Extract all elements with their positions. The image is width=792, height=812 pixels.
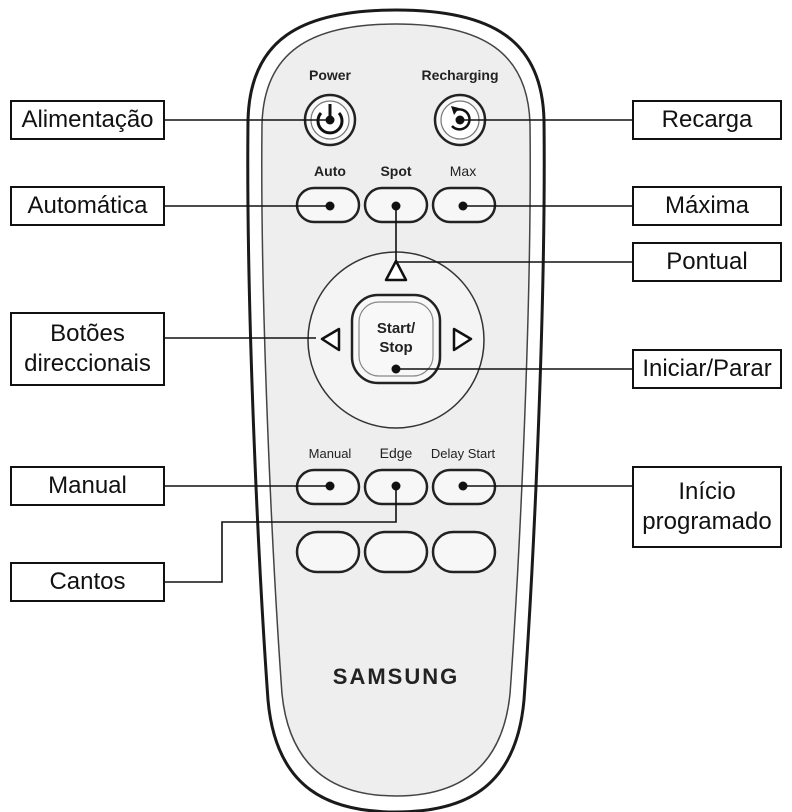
leader-pontual: [395, 206, 632, 263]
callout-pontual-text: Pontual: [666, 248, 748, 275]
callout-automatica: Automática: [10, 186, 165, 226]
recharging-label: Recharging: [421, 67, 498, 83]
callout-manual-text: Manual: [48, 472, 127, 499]
leader-cantos: [165, 486, 397, 583]
callout-alimentacao-text: Alimentação: [21, 106, 154, 133]
blank-button-2[interactable]: [363, 530, 429, 574]
dot-edge: [391, 481, 401, 491]
power-label: Power: [309, 67, 352, 83]
blank-button-1[interactable]: [295, 530, 361, 574]
callout-iniciar-parar-text: Iniciar/Parar: [642, 355, 772, 382]
callout-automatica-text: Automática: [27, 192, 148, 219]
callout-cantos-text: Cantos: [49, 568, 126, 595]
button-dots: [325, 115, 468, 491]
left-arrow-icon[interactable]: [320, 327, 341, 352]
callout-recarga: Recarga: [632, 100, 782, 140]
dot-manual: [325, 481, 335, 491]
edge-label: Edge: [380, 445, 413, 461]
callout-alimentacao: Alimentação: [10, 100, 165, 140]
callout-inicio-line1: Início: [678, 478, 736, 505]
callout-inicio-line2: programado: [642, 508, 772, 535]
callout-botoes-direccionais: Botões direccionais: [10, 312, 165, 386]
callout-botoes-line1: Botões: [50, 320, 125, 347]
up-arrow-icon[interactable]: [384, 259, 408, 282]
right-arrow-icon[interactable]: [452, 327, 473, 352]
leader-lines: [165, 119, 632, 583]
recharge-icon: [451, 106, 471, 131]
callout-cantos: Cantos: [10, 562, 165, 602]
dot-power: [325, 115, 335, 125]
blank-button-3[interactable]: [431, 530, 497, 574]
callout-botoes-line2: direccionais: [24, 350, 151, 377]
callout-pontual: Pontual: [632, 242, 782, 282]
brand-logo: SAMSUNG: [333, 664, 459, 689]
spot-label: Spot: [380, 163, 411, 179]
dot-auto: [325, 201, 335, 211]
manual-label: Manual: [309, 446, 352, 461]
callout-inicio-programado: Início programado: [632, 466, 782, 548]
callout-iniciar-parar: Iniciar/Parar: [632, 349, 782, 389]
callout-manual: Manual: [10, 466, 165, 506]
dot-delay-start: [458, 481, 468, 491]
start-stop-label-line1: Start/: [377, 320, 416, 337]
max-label: Max: [450, 163, 476, 179]
dot-start-stop: [391, 364, 401, 374]
dot-spot: [391, 201, 401, 211]
dot-max: [458, 201, 468, 211]
start-stop-button[interactable]: [350, 293, 442, 385]
callout-maxima-text: Máxima: [664, 192, 749, 219]
start-stop-label-line2: Stop: [379, 339, 412, 356]
delay-start-label: Delay Start: [431, 446, 496, 461]
auto-label: Auto: [314, 163, 346, 179]
callout-maxima: Máxima: [632, 186, 782, 226]
dot-recharging: [455, 115, 465, 125]
callout-recarga-text: Recarga: [661, 106, 753, 133]
